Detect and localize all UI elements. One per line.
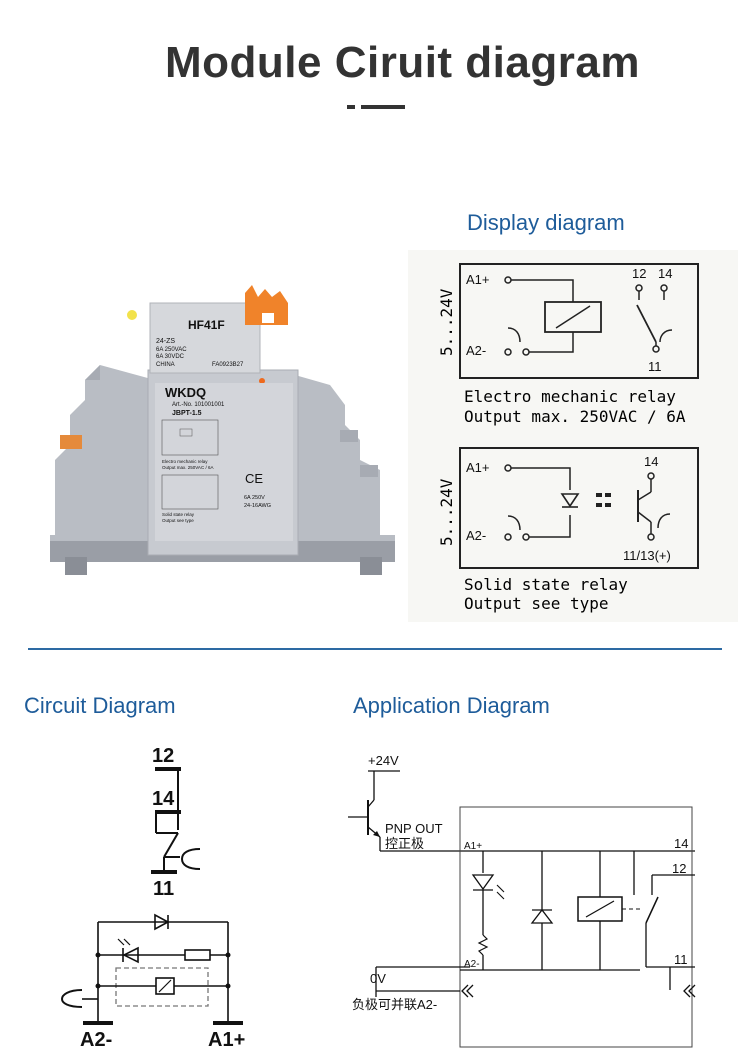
relay-serial: FA0923B27 xyxy=(212,362,244,368)
relay-code-text: 24-ZS xyxy=(156,338,175,345)
dd-t12: 12 xyxy=(632,266,646,281)
display-diagram: 5...24V A1+ A2- 12 14 11 Electro mechani… xyxy=(437,263,699,613)
dd-ss-line2: Output see type xyxy=(464,594,609,613)
dd-t11: 11 xyxy=(648,359,662,374)
display-diagram-background xyxy=(408,250,738,622)
application-diagram: +24V PNP OUT 控正极 A1+ A2- 14 12 11 0V 负极可… xyxy=(348,753,696,1048)
ce-mark: CE xyxy=(245,471,263,486)
ad-t12: 12 xyxy=(672,861,686,876)
title-decoration xyxy=(347,105,405,109)
relay-model-text: HF41F xyxy=(188,318,225,332)
relay-module-product: HF41F 24-ZS 6A 250VAC 6A 30VDC CHINA FA0… xyxy=(50,285,395,575)
circuit-diagram: 12 14 11 A2- A1+ xyxy=(60,745,245,1051)
dd-voltage-1: 5...24V xyxy=(437,288,456,356)
dd-voltage-2: 5...24V xyxy=(437,478,456,546)
cd-t12: 12 xyxy=(152,745,174,767)
ss-label-2: Output see type xyxy=(162,518,194,523)
dd-a1: A1+ xyxy=(466,272,490,287)
relay-rating-1: 6A 250VAC xyxy=(156,347,187,353)
dd-ss-a1: A1+ xyxy=(466,460,490,475)
cd-t14: 14 xyxy=(152,788,175,810)
brand-logo: WKDQ xyxy=(165,385,206,400)
ss-label-1: Solid state relay xyxy=(162,512,195,517)
display-diagram-label: Display diagram xyxy=(467,210,625,235)
cd-t11: 11 xyxy=(153,878,174,900)
ad-t14: 14 xyxy=(674,836,688,851)
dd-ss-a2: A2- xyxy=(466,528,486,543)
circuit-diagram-label: Circuit Diagram xyxy=(24,693,176,718)
dd-em-line1: Electro mechanic relay xyxy=(464,387,676,406)
page-title: Module Ciruit diagram xyxy=(165,38,640,87)
art-number: Art.-No. 101001001 xyxy=(172,402,225,408)
section-divider xyxy=(28,648,722,650)
em-label-2: Output max. 250VAC / 6A xyxy=(162,465,213,470)
em-label-1: Electro mechanic relay xyxy=(162,459,208,464)
ad-pos-cn: 控正极 xyxy=(385,836,424,851)
model-number: JBPT-1.5 xyxy=(172,410,202,417)
ad-24v: +24V xyxy=(368,753,399,768)
relay-rating-2: 6A 30VDC xyxy=(156,354,185,360)
dd-ss-t11: 11/13(+) xyxy=(623,548,671,563)
ad-ov: 0V xyxy=(370,971,386,986)
cd-a1: A1+ xyxy=(208,1029,245,1051)
ad-neg-cn: 负极可并联A2- xyxy=(352,997,437,1012)
ad-t11: 11 xyxy=(674,952,688,967)
cd-a2: A2- xyxy=(80,1029,112,1051)
product-wire: 24-16AWG xyxy=(244,503,271,509)
dd-ss-t14: 14 xyxy=(644,454,658,469)
application-diagram-label: Application Diagram xyxy=(353,693,550,718)
dd-t14: 14 xyxy=(658,266,672,281)
dd-em-line2: Output max. 250VAC / 6A xyxy=(464,407,686,426)
product-rating: 6A 250V xyxy=(244,495,265,501)
relay-origin: CHINA xyxy=(156,362,175,368)
ad-pnp-out: PNP OUT xyxy=(385,821,443,836)
ad-a2: A2- xyxy=(464,959,480,970)
dd-ss-line1: Solid state relay xyxy=(464,575,628,594)
dd-a2: A2- xyxy=(466,343,486,358)
ad-a1: A1+ xyxy=(464,841,482,852)
